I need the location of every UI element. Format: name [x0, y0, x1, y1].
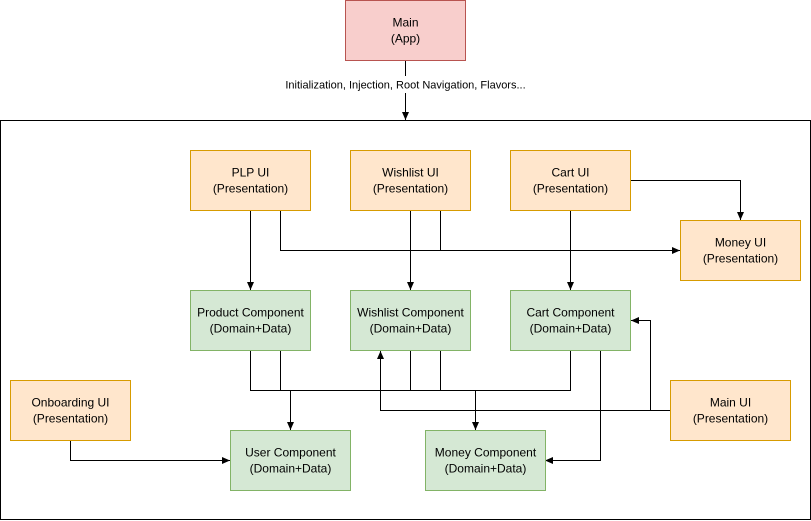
cart-ui-title: Cart UI — [551, 166, 589, 180]
wishlist-ui-node: Wishlist UI (Presentation) — [350, 150, 471, 211]
main-app-node: Main (App) — [345, 0, 466, 61]
money-ui-title: Money UI — [715, 236, 766, 250]
edge-main-ui-to-wishlist-component — [377, 351, 651, 411]
edge-plp-to-money-ui — [280, 211, 680, 254]
main-ui-title: Main UI — [710, 396, 751, 410]
money-ui-subtitle: (Presentation) — [703, 252, 778, 266]
product-component-box — [190, 290, 311, 351]
plp-ui-box — [190, 150, 311, 211]
wishlist-component-box — [350, 290, 471, 351]
product-component-subtitle: (Domain+Data) — [210, 322, 292, 336]
onboarding-ui-title: Onboarding UI — [31, 396, 109, 410]
edge-product-to-user-component — [280, 351, 294, 430]
edge-onboarding-to-user-component — [70, 441, 230, 464]
money-component-subtitle: (Domain+Data) — [445, 462, 527, 476]
user-component-subtitle: (Domain+Data) — [250, 462, 332, 476]
main-ui-subtitle: (Presentation) — [693, 412, 768, 426]
wishlist-component-subtitle: (Domain+Data) — [370, 322, 452, 336]
cart-ui-node: Cart UI (Presentation) — [510, 150, 631, 211]
cart-component-subtitle: (Domain+Data) — [530, 322, 612, 336]
main-ui-box — [670, 380, 791, 441]
cart-component-node: Cart Component (Domain+Data) — [510, 290, 631, 351]
money-component-box — [425, 430, 546, 491]
user-component-node: User Component (Domain+Data) — [230, 430, 351, 491]
connectors — [70, 180, 744, 464]
edge-cart-to-money-component — [545, 351, 601, 464]
product-component-node: Product Component (Domain+Data) — [190, 290, 311, 351]
cart-component-title: Cart Component — [526, 306, 615, 320]
onboarding-ui-subtitle: (Presentation) — [33, 412, 108, 426]
main-app-subtitle: (App) — [391, 32, 420, 46]
money-ui-box — [680, 220, 801, 281]
user-component-box — [230, 430, 351, 491]
main-to-container-edge: Initialization, Injection, Root Navigati… — [285, 61, 526, 120]
money-ui-node: Money UI (Presentation) — [680, 220, 801, 281]
onboarding-ui-box — [10, 380, 131, 441]
plp-ui-subtitle: (Presentation) — [213, 182, 288, 196]
money-component-node: Money Component (Domain+Data) — [425, 430, 546, 491]
plp-ui-node: PLP UI (Presentation) — [190, 150, 311, 211]
cart-component-box — [510, 290, 631, 351]
money-component-title: Money Component — [435, 446, 537, 460]
main-app-title: Main — [392, 16, 418, 30]
wishlist-ui-title: Wishlist UI — [382, 166, 439, 180]
main-to-container-label: Initialization, Injection, Root Navigati… — [285, 80, 525, 92]
user-component-title: User Component — [245, 446, 336, 460]
edge-cart-ui-to-money-ui — [631, 180, 744, 220]
product-component-title: Product Component — [197, 306, 304, 320]
wishlist-component-title: Wishlist Component — [357, 306, 464, 320]
edge-cart-to-user-component — [475, 351, 571, 391]
onboarding-ui-node: Onboarding UI (Presentation) — [10, 380, 131, 441]
wishlist-ui-subtitle: (Presentation) — [373, 182, 448, 196]
wishlist-ui-box — [350, 150, 471, 211]
edge-main-ui-to-cart-component — [631, 317, 670, 411]
wishlist-component-node: Wishlist Component (Domain+Data) — [350, 290, 471, 351]
plp-ui-title: PLP UI — [232, 166, 270, 180]
main-app-box — [345, 0, 466, 61]
cart-ui-subtitle: (Presentation) — [533, 182, 608, 196]
cart-ui-box — [510, 150, 631, 211]
main-ui-node: Main UI (Presentation) — [670, 380, 791, 441]
